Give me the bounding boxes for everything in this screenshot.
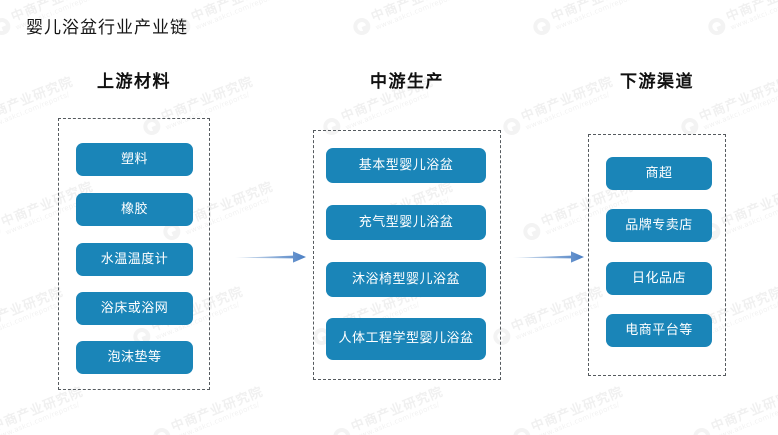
watermark-logo-icon xyxy=(350,15,373,38)
node-upstream-1[interactable]: 橡胶 xyxy=(76,193,193,226)
watermark-logo-icon xyxy=(690,425,713,435)
node-midstream-2[interactable]: 沐浴椅型婴儿浴盆 xyxy=(326,262,486,297)
node-downstream-1[interactable]: 品牌专卖店 xyxy=(606,209,712,242)
watermark-brand: 中商产业研究院 xyxy=(0,284,66,336)
watermark-logo-icon xyxy=(500,115,523,138)
watermark-url: www.askci.com/reports/ xyxy=(0,400,81,435)
column-header-upstream: 上游材料 xyxy=(97,72,171,92)
node-upstream-3[interactable]: 浴床或浴网 xyxy=(76,292,193,325)
watermark-url: www.askci.com/reports/ xyxy=(724,195,778,237)
watermark-url: www.askci.com/reports/ xyxy=(524,90,611,132)
watermark-url: www.askci.com/reports/ xyxy=(702,90,778,132)
watermark-brand: 中商产业研究院 xyxy=(189,0,285,25)
watermark-logo-icon xyxy=(330,425,353,435)
watermark-url: www.askci.com/reports/ xyxy=(354,400,441,435)
watermark-url: www.askci.com/reports/ xyxy=(534,400,621,435)
node-midstream-1[interactable]: 充气型婴儿浴盆 xyxy=(326,205,486,240)
watermark-brand: 中商产业研究院 xyxy=(719,179,778,231)
watermark-logo-icon xyxy=(150,425,173,435)
watermark-url: www.askci.com/reports/ xyxy=(194,0,281,32)
watermark-brand: 中商产业研究院 xyxy=(724,0,778,25)
watermark-logo-icon xyxy=(510,425,533,435)
watermark-logo-icon xyxy=(530,15,553,38)
column-container-downstream xyxy=(588,134,726,376)
column-header-midstream: 中游生产 xyxy=(370,72,444,92)
watermark-url: www.askci.com/reports/ xyxy=(714,400,778,435)
node-downstream-3[interactable]: 电商平台等 xyxy=(606,314,712,347)
watermark-brand: 中商产业研究院 xyxy=(529,384,626,435)
watermark-brand: 中商产业研究院 xyxy=(709,384,778,435)
watermark-brand: 中商产业研究院 xyxy=(549,0,645,25)
page-title: 婴儿浴盆行业产业链 xyxy=(26,18,188,38)
column-container-midstream xyxy=(313,130,501,380)
watermark-url: www.askci.com/reports/ xyxy=(344,90,431,132)
node-downstream-0[interactable]: 商超 xyxy=(606,157,712,190)
node-downstream-2[interactable]: 日化品店 xyxy=(606,262,712,295)
arrow-right-icon xyxy=(513,251,584,263)
watermark-brand: 中商产业研究院 xyxy=(369,0,465,25)
column-container-upstream xyxy=(58,118,210,390)
watermark-url: www.askci.com/reports/ xyxy=(174,400,261,435)
watermark-logo-icon xyxy=(705,15,728,38)
watermark-url: www.askci.com/reports/ xyxy=(729,0,778,32)
column-header-downstream: 下游渠道 xyxy=(620,72,694,92)
watermark-logo-icon xyxy=(520,220,543,243)
node-upstream-4[interactable]: 泡沫垫等 xyxy=(76,341,193,374)
node-upstream-2[interactable]: 水温温度计 xyxy=(76,243,193,276)
watermark-url: www.askci.com/reports/ xyxy=(374,0,461,32)
node-upstream-0[interactable]: 塑料 xyxy=(76,143,193,176)
watermark-brand: 中商产业研究院 xyxy=(349,384,446,435)
watermark-brand: 中商产业研究院 xyxy=(169,384,266,435)
watermark-brand: 中商产业研究院 xyxy=(0,384,86,435)
watermark-logo-icon xyxy=(0,15,13,38)
watermark-logo-icon xyxy=(0,220,3,243)
arrow-right-icon xyxy=(235,251,306,263)
node-midstream-0[interactable]: 基本型婴儿浴盆 xyxy=(326,148,486,183)
node-midstream-3[interactable]: 人体工程学型婴儿浴盆 xyxy=(326,318,486,360)
watermark-url: www.askci.com/reports/ xyxy=(554,0,641,32)
